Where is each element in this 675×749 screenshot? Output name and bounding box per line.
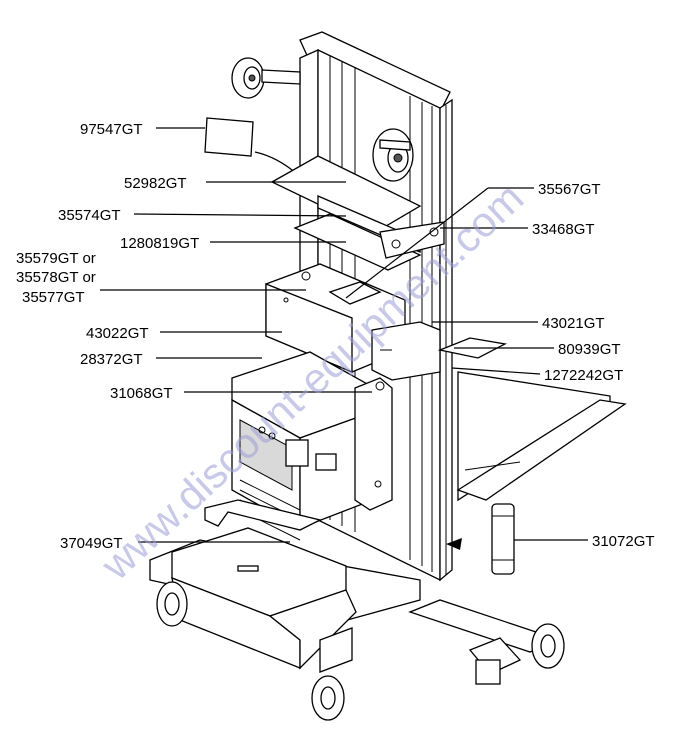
- caster-bottom: [311, 675, 345, 721]
- callout-31072: 31072GT: [592, 533, 655, 550]
- caster-left: [156, 581, 188, 627]
- upper-base-rail: [204, 499, 322, 531]
- accessory-arrowhead: [446, 538, 462, 550]
- callout-37049: 37049GT: [60, 535, 123, 552]
- handle-bracket: [354, 377, 393, 511]
- leader-lines: [100, 127, 588, 543]
- callout-35577: 35577GT: [22, 289, 85, 306]
- callout-1280819: 1280819GT: [120, 235, 199, 252]
- top-wheel-right: [372, 128, 414, 182]
- callout-1272242: 1272242GT: [544, 367, 623, 384]
- callout-35579: 35579GT or: [16, 250, 96, 267]
- callout-28372: 28372GT: [80, 351, 143, 368]
- callout-35574: 35574GT: [58, 207, 121, 224]
- warning-label-plate: [204, 117, 254, 157]
- callout-43021: 43021GT: [542, 315, 605, 332]
- caster-right: [531, 623, 565, 669]
- callout-52982: 52982GT: [124, 175, 187, 192]
- top-wheel-left: [231, 57, 265, 99]
- callout-35578: 35578GT or: [16, 269, 96, 286]
- callout-43022: 43022GT: [86, 325, 149, 342]
- cylinder-accessory: [491, 503, 515, 575]
- callout-35567: 35567GT: [538, 181, 601, 198]
- callout-33468: 33468GT: [532, 221, 595, 238]
- battery-box: [171, 527, 357, 670]
- callout-31068: 31068GT: [110, 385, 173, 402]
- callout-97547: 97547GT: [80, 121, 143, 138]
- rotating-arm: [379, 221, 445, 259]
- bracket-plate: [371, 321, 441, 381]
- callout-80939: 80939GT: [558, 341, 621, 358]
